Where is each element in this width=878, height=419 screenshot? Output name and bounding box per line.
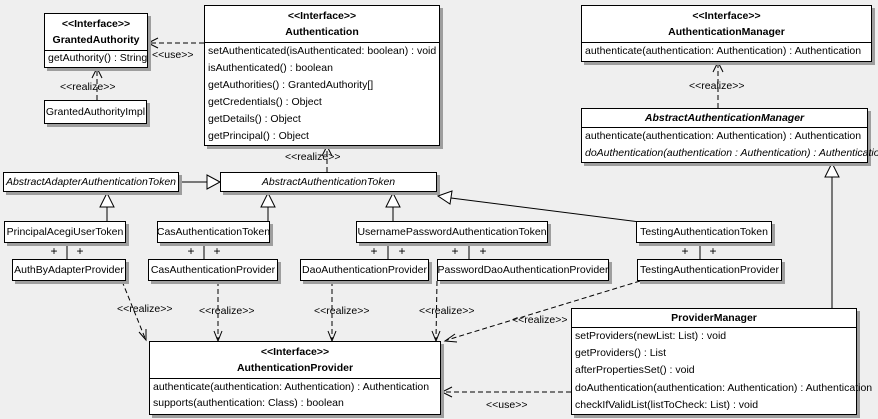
class-provider-manager: ProviderManager setProviders(newList: Li… bbox=[571, 308, 873, 415]
method: isAuthenticated() : boolean bbox=[208, 62, 333, 74]
method: authenticate(authentication: Authenticat… bbox=[585, 45, 862, 57]
class-granted-authority-impl: GrantedAuthorityImpl bbox=[44, 100, 147, 124]
class-name: GrantedAuthority bbox=[52, 34, 140, 46]
method: setProviders(newList: List) : void bbox=[575, 330, 727, 342]
generalization-triangle bbox=[385, 191, 401, 208]
class-granted-authority: <<Interface>> GrantedAuthority getAuthor… bbox=[44, 13, 148, 68]
class-dao-authentication-provider: DaoAuthenticationProvider bbox=[300, 259, 429, 281]
class-authentication-provider: <<Interface>> AuthenticationProvider aut… bbox=[149, 341, 441, 415]
generalization-triangle bbox=[206, 174, 222, 190]
multiplicity-label: + bbox=[370, 244, 378, 258]
arrowhead bbox=[146, 37, 159, 49]
class-testing-authentication-provider: TestingAuthenticationProvider bbox=[637, 259, 782, 281]
method: getCredentials() : Object bbox=[208, 96, 322, 108]
class-username-password-authentication-token: UsernamePasswordAuthenticationToken bbox=[356, 221, 548, 243]
multiplicity-label: + bbox=[398, 244, 406, 258]
method: doAuthentication(authentication : Authen… bbox=[585, 147, 878, 159]
class-auth-by-adapter-provider: AuthByAdapterProvider bbox=[12, 259, 126, 281]
class-name: AbstractAuthenticationManager bbox=[582, 109, 867, 128]
class-cas-authentication-provider: CasAuthenticationProvider bbox=[148, 259, 278, 281]
method: getAuthorities() : GrantedAuthority[] bbox=[208, 79, 374, 91]
generalization-triangle bbox=[99, 191, 115, 208]
stereotype-label: <<Interface>> bbox=[61, 18, 131, 30]
class-name: AuthByAdapterProvider bbox=[14, 264, 124, 276]
class-name: CasAuthenticationToken bbox=[156, 226, 271, 238]
stereotype-label: <<Interface>> bbox=[260, 346, 330, 358]
class-name: AbstractAuthenticationToken bbox=[261, 176, 396, 188]
class-name: TestingAuthenticationToken bbox=[640, 226, 768, 238]
edge-label-use: <<use>> bbox=[486, 399, 528, 411]
method: getProviders() : List bbox=[575, 347, 667, 360]
class-name: AuthenticationManager bbox=[668, 26, 785, 38]
edge-label-realize: <<realize>> bbox=[419, 305, 475, 317]
multiplicity-label: + bbox=[479, 244, 487, 258]
class-name: Authentication bbox=[285, 26, 359, 38]
class-name: ProviderManager bbox=[572, 309, 856, 328]
class-password-dao-authentication-provider: PasswordDaoAuthenticationProvider bbox=[437, 259, 609, 281]
class-name: CasAuthenticationProvider bbox=[150, 264, 276, 276]
method: getPrincipal() : Object bbox=[208, 130, 309, 142]
multiplicity-label: + bbox=[213, 244, 221, 258]
class-name: PrincipalAcegiUserToken bbox=[6, 226, 124, 238]
generalization-triangle bbox=[260, 191, 276, 208]
generalization-triangle bbox=[824, 161, 840, 178]
class-authentication: <<Interface>> Authentication setAuthenti… bbox=[204, 5, 440, 146]
method: setAuthenticated(isAuthenticated: boolea… bbox=[208, 45, 437, 57]
edge-label-realize: <<realize>> bbox=[512, 314, 568, 326]
class-cas-authentication-token: CasAuthenticationToken bbox=[157, 221, 270, 243]
arrowhead bbox=[443, 333, 458, 343]
class-abstract-authentication-token: AbstractAuthenticationToken bbox=[220, 172, 437, 192]
class-abstract-authentication-manager: AbstractAuthenticationManager authentica… bbox=[581, 108, 878, 163]
edge-label-realize: <<realize>> bbox=[689, 80, 745, 92]
edge-label-realize: <<realize>> bbox=[314, 305, 370, 317]
method: getAuthority() : String bbox=[48, 52, 148, 64]
edge-label-realize: <<realize>> bbox=[60, 81, 116, 93]
multiplicity-label: + bbox=[451, 244, 459, 258]
method: getDetails() : Object bbox=[208, 113, 301, 125]
class-name: AbstractAdapterAuthenticationToken bbox=[5, 176, 177, 188]
multiplicity-label: + bbox=[50, 244, 58, 258]
edge-label-realize: <<realize>> bbox=[117, 303, 173, 315]
arrowhead bbox=[321, 144, 333, 157]
edge-realize-passworddaoprovider bbox=[435, 280, 438, 340]
edge-label-realize: <<realize>> bbox=[285, 151, 341, 163]
method: afterPropertiesSet() : void bbox=[575, 364, 695, 377]
method: authenticate(authentication: Authenticat… bbox=[585, 130, 862, 142]
stereotype-label: <<Interface>> bbox=[692, 10, 761, 22]
class-name: DaoAuthenticationProvider bbox=[302, 264, 427, 276]
method: supports(authentication: Class) : boolea… bbox=[153, 397, 344, 409]
multiplicity-label: + bbox=[681, 244, 689, 258]
class-abstract-adapter-authentication-token: AbstractAdapterAuthenticationToken bbox=[3, 172, 179, 192]
method: checkIfValidList(listToCheck: List) : vo… bbox=[575, 398, 759, 411]
generalization-triangle bbox=[436, 190, 453, 205]
arrowhead bbox=[440, 386, 453, 398]
class-name: GrantedAuthorityImpl bbox=[45, 106, 146, 118]
multiplicity-label: + bbox=[709, 244, 717, 258]
arrowhead bbox=[712, 60, 724, 73]
arrowhead bbox=[91, 66, 103, 79]
method: authenticate(authentication: Authenticat… bbox=[153, 381, 430, 393]
class-name: UsernamePasswordAuthenticationToken bbox=[357, 226, 547, 238]
edge-realize-authbyadapterprovider bbox=[121, 280, 146, 339]
edge-realize-testingprovider bbox=[446, 280, 641, 341]
method: doAuthentication(authentication: Authent… bbox=[575, 381, 873, 394]
class-name: AuthenticationProvider bbox=[236, 362, 354, 374]
class-authentication-manager: <<Interface>> AuthenticationManager auth… bbox=[581, 5, 872, 62]
multiplicity-label: + bbox=[187, 244, 195, 258]
class-name: TestingAuthenticationProvider bbox=[640, 264, 779, 276]
class-testing-authentication-token: TestingAuthenticationToken bbox=[636, 221, 772, 243]
stereotype-label: <<Interface>> bbox=[287, 10, 357, 22]
multiplicity-label: + bbox=[76, 244, 84, 258]
arrowhead bbox=[138, 329, 147, 342]
class-principal-acegi-user-token: PrincipalAcegiUserToken bbox=[4, 221, 126, 243]
edge-label-use: <<use>> bbox=[152, 49, 194, 61]
edge-gen-testing-token bbox=[450, 197, 649, 224]
edge-label-realize: <<realize>> bbox=[199, 305, 255, 317]
class-name: PasswordDaoAuthenticationProvider bbox=[437, 264, 609, 276]
